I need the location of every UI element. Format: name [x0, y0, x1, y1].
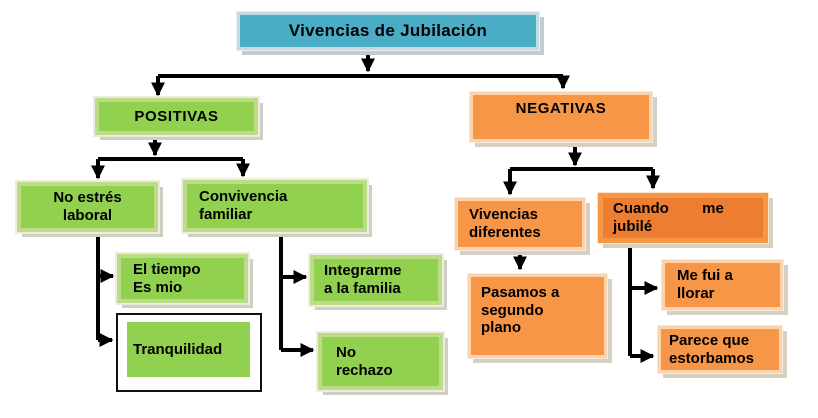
- node-no-estres-laboral: No estrés laboral: [17, 182, 158, 232]
- node-tranquilidad: Tranquilidad: [127, 322, 250, 377]
- node-parece-que-estorbamos: Parece que estorbamos: [658, 326, 782, 373]
- node-label: El tiempo Es mio: [133, 260, 201, 296]
- node-label: NEGATIVAS: [515, 100, 607, 117]
- node-label: Pasamos a segundo plano: [481, 284, 560, 337]
- node-positivas: POSITIVAS: [95, 98, 258, 135]
- node-cuando-me-jubile: Cuando me jubilé: [598, 193, 768, 243]
- node-label: No estrés laboral: [53, 189, 122, 224]
- node-el-tiempo-es-mio: El tiempo Es mio: [117, 254, 248, 303]
- node-label: Integrarme a la familia: [324, 262, 402, 297]
- node-label: Tranquilidad: [133, 341, 223, 358]
- node-label: Me fui a llorar: [677, 267, 733, 302]
- node-pasamos-a-segundo-plano: Pasamos a segundo plano: [468, 274, 607, 358]
- node-me-fui-a-llorar: Me fui a llorar: [662, 260, 783, 310]
- node-root-title: Vivencias de Jubilación: [237, 12, 539, 50]
- node-no-rechazo: No rechazo: [318, 333, 443, 390]
- node-convivencia-familiar: Convivencia familiar: [183, 180, 367, 232]
- node-label: Convivencia familiar: [199, 188, 288, 223]
- node-label: Vivencias de Jubilación: [288, 20, 488, 40]
- node-label: Vivencias diferentes: [469, 206, 541, 241]
- node-vivencias-diferentes: Vivencias diferentes: [455, 198, 585, 250]
- node-integrarme-a-la-familia: Integrarme a la familia: [310, 255, 442, 305]
- node-tranquilidad-frame: Tranquilidad: [116, 313, 262, 392]
- node-label: No rechazo: [336, 343, 393, 379]
- node-negativas: NEGATIVAS: [470, 92, 652, 142]
- node-label: Parece que estorbamos: [669, 331, 755, 367]
- node-label: Cuando me jubilé: [613, 200, 724, 235]
- node-label: POSITIVAS: [134, 107, 219, 125]
